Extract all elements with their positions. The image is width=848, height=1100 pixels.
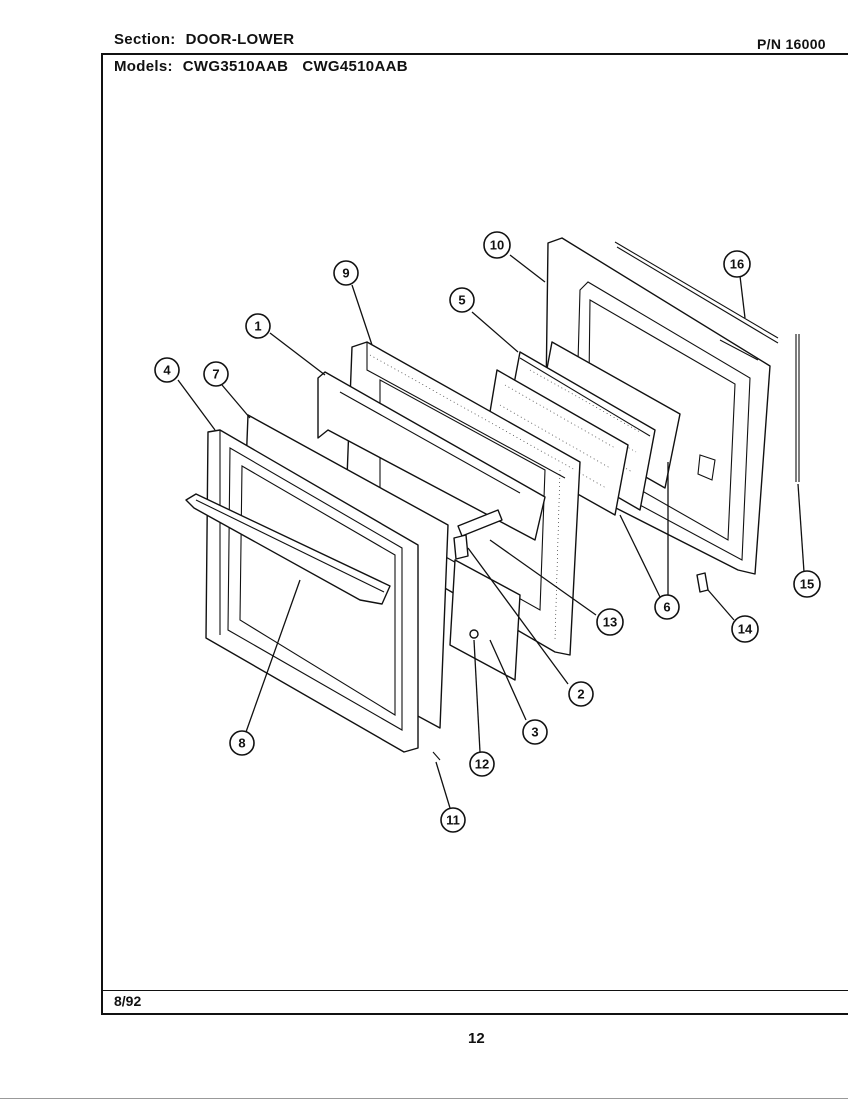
models-line: Models: CWG3510AAB CWG4510AAB <box>114 58 408 75</box>
svg-text:7: 7 <box>212 367 219 382</box>
section-label: Section: <box>114 31 176 48</box>
svg-text:14: 14 <box>738 622 753 637</box>
part-13-bracket <box>457 509 503 537</box>
leader-9 <box>351 284 373 346</box>
leader-lines <box>177 254 805 809</box>
page-number: 12 <box>468 1030 485 1047</box>
pn-label: P/N <box>757 36 782 52</box>
svg-text:8: 8 <box>238 736 245 751</box>
pn-value: 16000 <box>785 36 826 52</box>
footer-rule <box>101 990 848 991</box>
svg-text:3: 3 <box>531 725 538 740</box>
callout-5: 5 <box>449 287 475 313</box>
part-4-outer-frame <box>205 429 419 753</box>
svg-text:4: 4 <box>163 363 171 378</box>
callout-9: 9 <box>333 260 359 286</box>
leader-3 <box>489 639 527 721</box>
leader-13 <box>489 539 597 616</box>
diagram-frame <box>101 53 848 1015</box>
callout-12: 12 <box>469 751 495 777</box>
part-8-handle <box>185 493 391 605</box>
svg-text:10: 10 <box>490 238 504 253</box>
part-number-line: P/N 16000 <box>757 36 826 52</box>
part-11-screw <box>432 751 441 761</box>
callout-16: 16 <box>723 250 751 278</box>
page-bottom-rule <box>0 1098 848 1099</box>
callout-15: 15 <box>793 570 821 598</box>
part-15-side-rod <box>795 334 800 482</box>
leader-2 <box>467 547 569 685</box>
svg-text:2: 2 <box>577 687 584 702</box>
callout-11: 11 <box>440 807 466 833</box>
callout-10: 10 <box>483 231 511 259</box>
leader-5 <box>471 311 519 353</box>
part-3-plate <box>449 559 521 681</box>
svg-text:6: 6 <box>663 600 670 615</box>
callout-2: 2 <box>568 681 594 707</box>
callout-14: 14 <box>731 615 759 643</box>
leader-11 <box>435 761 451 809</box>
callout-6: 6 <box>654 594 680 620</box>
svg-text:16: 16 <box>730 257 744 272</box>
part-1-heat-shield <box>317 371 546 541</box>
leader-8 <box>245 579 301 733</box>
leader-16 <box>739 275 746 319</box>
model-2: CWG4510AAB <box>302 58 408 75</box>
section-line: Section: DOOR-LOWER <box>114 31 294 48</box>
part-2-latch <box>453 534 469 560</box>
leader-7 <box>221 384 251 419</box>
svg-text:15: 15 <box>800 577 814 592</box>
leader-10 <box>509 254 546 283</box>
part-16-top-rod <box>614 241 779 344</box>
callout-8: 8 <box>229 730 255 756</box>
part-14-clip <box>696 572 709 593</box>
leader-14 <box>707 589 735 621</box>
models-label: Models: <box>114 58 173 75</box>
svg-text:12: 12 <box>475 757 489 772</box>
leader-6a <box>619 514 661 598</box>
leader-15 <box>797 483 805 573</box>
leader-4 <box>177 379 216 431</box>
svg-text:11: 11 <box>446 813 460 828</box>
svg-text:5: 5 <box>458 293 465 308</box>
callout-13: 13 <box>596 608 624 636</box>
callout-4: 4 <box>154 357 180 383</box>
svg-text:13: 13 <box>603 615 617 630</box>
section-value: DOOR-LOWER <box>185 31 295 48</box>
leader-12 <box>473 639 481 753</box>
svg-text:9: 9 <box>342 266 349 281</box>
part-12-screw <box>469 629 479 639</box>
model-1: CWG3510AAB <box>182 58 289 75</box>
callout-1: 1 <box>245 313 271 339</box>
callout-7: 7 <box>203 361 229 387</box>
callout-3: 3 <box>522 719 548 745</box>
revision-date: 8/92 <box>114 993 142 1009</box>
svg-text:1: 1 <box>254 319 261 334</box>
leader-1 <box>269 332 326 376</box>
